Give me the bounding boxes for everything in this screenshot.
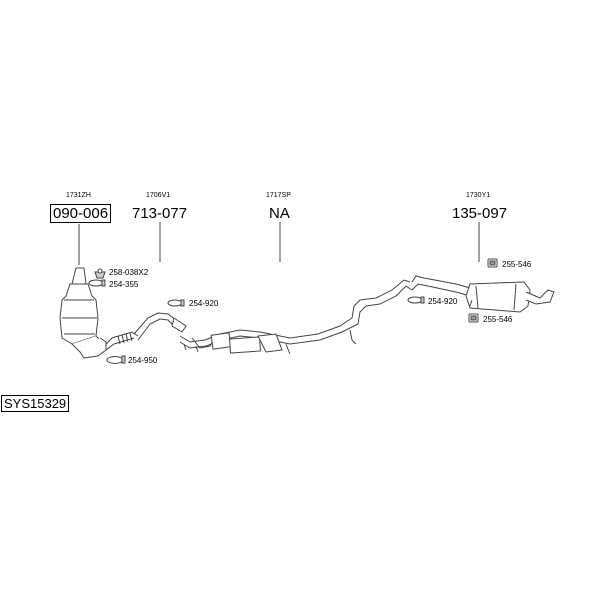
hanger-icon-255-546-bottom bbox=[468, 313, 479, 323]
clamp-icon-254-920-rear bbox=[407, 296, 425, 304]
group-number-3[interactable]: NA bbox=[269, 205, 290, 222]
group-code-4: 1730Y1 bbox=[466, 192, 491, 199]
clamp-icon-254-920-front bbox=[167, 299, 185, 307]
part-label-255-546-top[interactable]: 255-546 bbox=[502, 260, 532, 269]
middle-pipe-icon bbox=[179, 279, 413, 355]
system-id-label: SYS15329 bbox=[1, 395, 70, 412]
group-number-4[interactable]: 135-097 bbox=[452, 205, 508, 222]
part-label-254-920-front[interactable]: 254-920 bbox=[189, 299, 219, 308]
clamp-icon-258-038x2 bbox=[94, 268, 106, 279]
clamp-icon-254-355 bbox=[88, 279, 106, 287]
front-pipe-icon bbox=[105, 312, 187, 351]
part-label-255-546-bottom[interactable]: 255-546 bbox=[483, 315, 513, 324]
group-code-2: 1706V1 bbox=[146, 192, 171, 199]
hanger-icon-255-546-top bbox=[487, 258, 498, 268]
rear-muffler-icon bbox=[411, 275, 555, 313]
part-label-254-950[interactable]: 254-950 bbox=[128, 356, 158, 365]
part-label-254-920-rear[interactable]: 254-920 bbox=[428, 297, 458, 306]
group-code-3: 1717SP bbox=[266, 192, 291, 199]
group-code-1: 1731ZH bbox=[66, 192, 91, 199]
part-label-254-355[interactable]: 254-355 bbox=[109, 280, 139, 289]
group-number-1[interactable]: 090-006 bbox=[50, 204, 112, 223]
clamp-icon-254-950 bbox=[106, 355, 126, 364]
part-label-258-038x2[interactable]: 258-038X2 bbox=[109, 268, 149, 277]
catalytic-converter-icon bbox=[59, 267, 107, 359]
group-number-2[interactable]: 713-077 bbox=[132, 205, 188, 222]
